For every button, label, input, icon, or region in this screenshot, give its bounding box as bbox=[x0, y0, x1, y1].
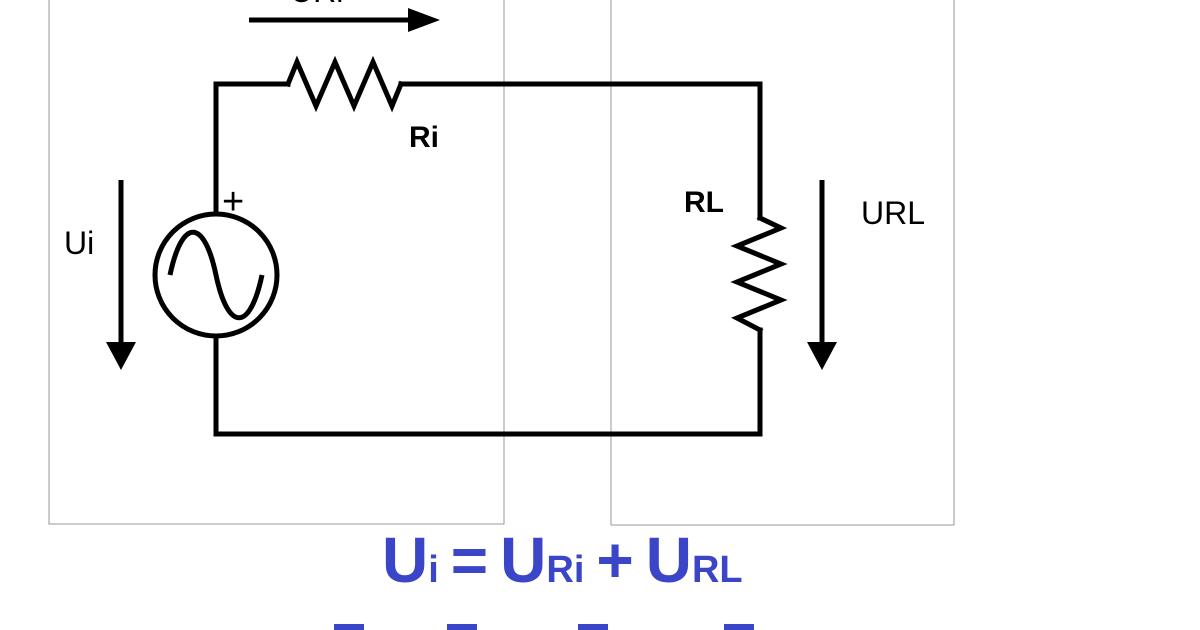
rl-label: RL bbox=[684, 186, 724, 219]
circuit-wires bbox=[213, 55, 788, 437]
formula-sub-rl: RL bbox=[692, 549, 743, 591]
right-frame bbox=[610, 0, 955, 526]
plus-sign: + bbox=[222, 181, 244, 223]
url-label: URL bbox=[861, 195, 925, 231]
voltage-formula: Ui=URi+URL bbox=[382, 524, 743, 596]
top-wire-right bbox=[398, 81, 763, 221]
formula-u1: U bbox=[382, 524, 428, 596]
formula-equals: = bbox=[451, 524, 488, 596]
uri-arrow bbox=[249, 8, 440, 32]
ui-arrow bbox=[106, 180, 136, 370]
ui-label: Ui bbox=[64, 225, 94, 261]
left-frame bbox=[48, 0, 505, 525]
ri-resistor-symbol bbox=[284, 55, 405, 113]
formula-plus: + bbox=[596, 524, 633, 596]
formula-sub-ri: Ri bbox=[546, 549, 584, 591]
bottom-wire bbox=[213, 327, 763, 437]
formula-u3: U bbox=[646, 524, 692, 596]
uri-label: URi bbox=[290, 0, 343, 9]
formula-sub-i: i bbox=[428, 549, 439, 591]
rl-resistor-symbol bbox=[730, 214, 788, 334]
ac-source-icon bbox=[152, 211, 280, 339]
top-wire-left bbox=[213, 81, 291, 218]
ri-label: Ri bbox=[409, 121, 439, 154]
formula-line-2-cropped bbox=[334, 624, 754, 630]
url-arrow bbox=[807, 180, 837, 370]
formula-u2: U bbox=[500, 524, 546, 596]
